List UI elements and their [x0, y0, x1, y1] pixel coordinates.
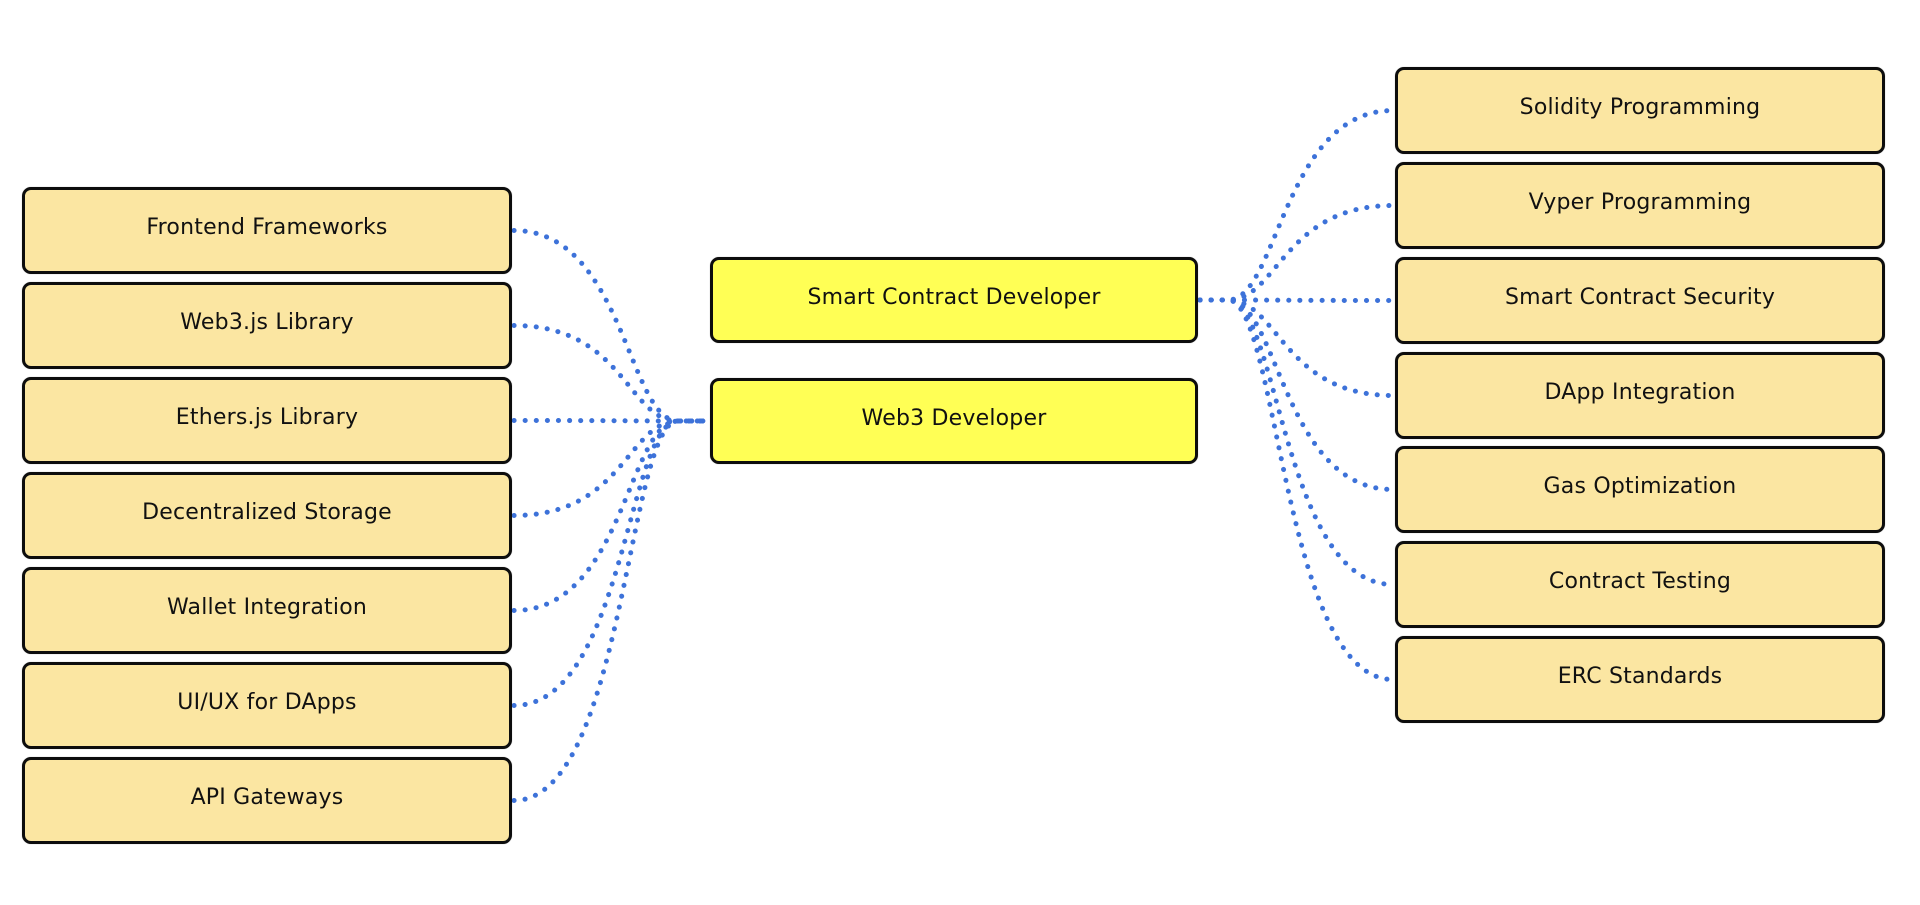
node-frontend-frameworks[interactable]: Frontend Frameworks [22, 187, 512, 274]
node-ui-ux-for-dapps[interactable]: UI/UX for DApps [22, 662, 512, 749]
connector-left-6 [511, 418, 711, 803]
node-label: Contract Testing [1548, 569, 1732, 594]
node-label: Ethers.js Library [175, 405, 359, 430]
node-label: DApp Integration [1544, 380, 1736, 405]
node-label: Solidity Programming [1519, 95, 1761, 120]
node-label: Web3 Developer [861, 406, 1047, 431]
node-label: Decentralized Storage [142, 500, 392, 525]
node-label: Smart Contract Developer [807, 285, 1101, 310]
node-api-gateways[interactable]: API Gateways [22, 757, 512, 844]
connector-right-1 [1197, 203, 1396, 303]
node-solidity-programming[interactable]: Solidity Programming [1395, 67, 1885, 154]
connector-right-2 [1197, 297, 1396, 303]
node-contract-testing[interactable]: Contract Testing [1395, 541, 1885, 628]
node-label: ERC Standards [1557, 664, 1723, 689]
node-label: Vyper Programming [1528, 190, 1752, 215]
connector-left-1 [511, 323, 711, 424]
node-wallet-integration[interactable]: Wallet Integration [22, 567, 512, 654]
node-label: Web3.js Library [180, 310, 354, 335]
node-vyper-programming[interactable]: Vyper Programming [1395, 162, 1885, 249]
node-web3-developer[interactable]: Web3 Developer [710, 378, 1198, 464]
node-label: Smart Contract Security [1504, 285, 1776, 310]
connector-left-0 [511, 228, 711, 424]
node-label: Frontend Frameworks [146, 215, 388, 240]
connector-left-3 [511, 418, 711, 518]
node-decentralized-storage[interactable]: Decentralized Storage [22, 472, 512, 559]
connector-right-6 [1197, 297, 1396, 682]
node-label: UI/UX for DApps [177, 690, 357, 715]
connector-left-4 [511, 418, 711, 613]
node-gas-optimization[interactable]: Gas Optimization [1395, 446, 1885, 533]
connector-right-4 [1197, 297, 1396, 492]
node-label: API Gateways [190, 785, 344, 810]
node-ethersjs-library[interactable]: Ethers.js Library [22, 377, 512, 464]
node-erc-standards[interactable]: ERC Standards [1395, 636, 1885, 723]
node-smart-contract-developer[interactable]: Smart Contract Developer [710, 257, 1198, 343]
node-label: Gas Optimization [1543, 474, 1737, 499]
connector-right-5 [1197, 297, 1396, 587]
node-web3js-library[interactable]: Web3.js Library [22, 282, 512, 369]
connector-right-3 [1197, 297, 1396, 398]
connector-right-0 [1197, 108, 1396, 303]
node-smart-contract-security[interactable]: Smart Contract Security [1395, 257, 1885, 344]
node-label: Wallet Integration [166, 595, 368, 620]
node-dapp-integration[interactable]: DApp Integration [1395, 352, 1885, 439]
connector-left-2 [511, 418, 711, 424]
connector-left-5 [511, 418, 711, 708]
